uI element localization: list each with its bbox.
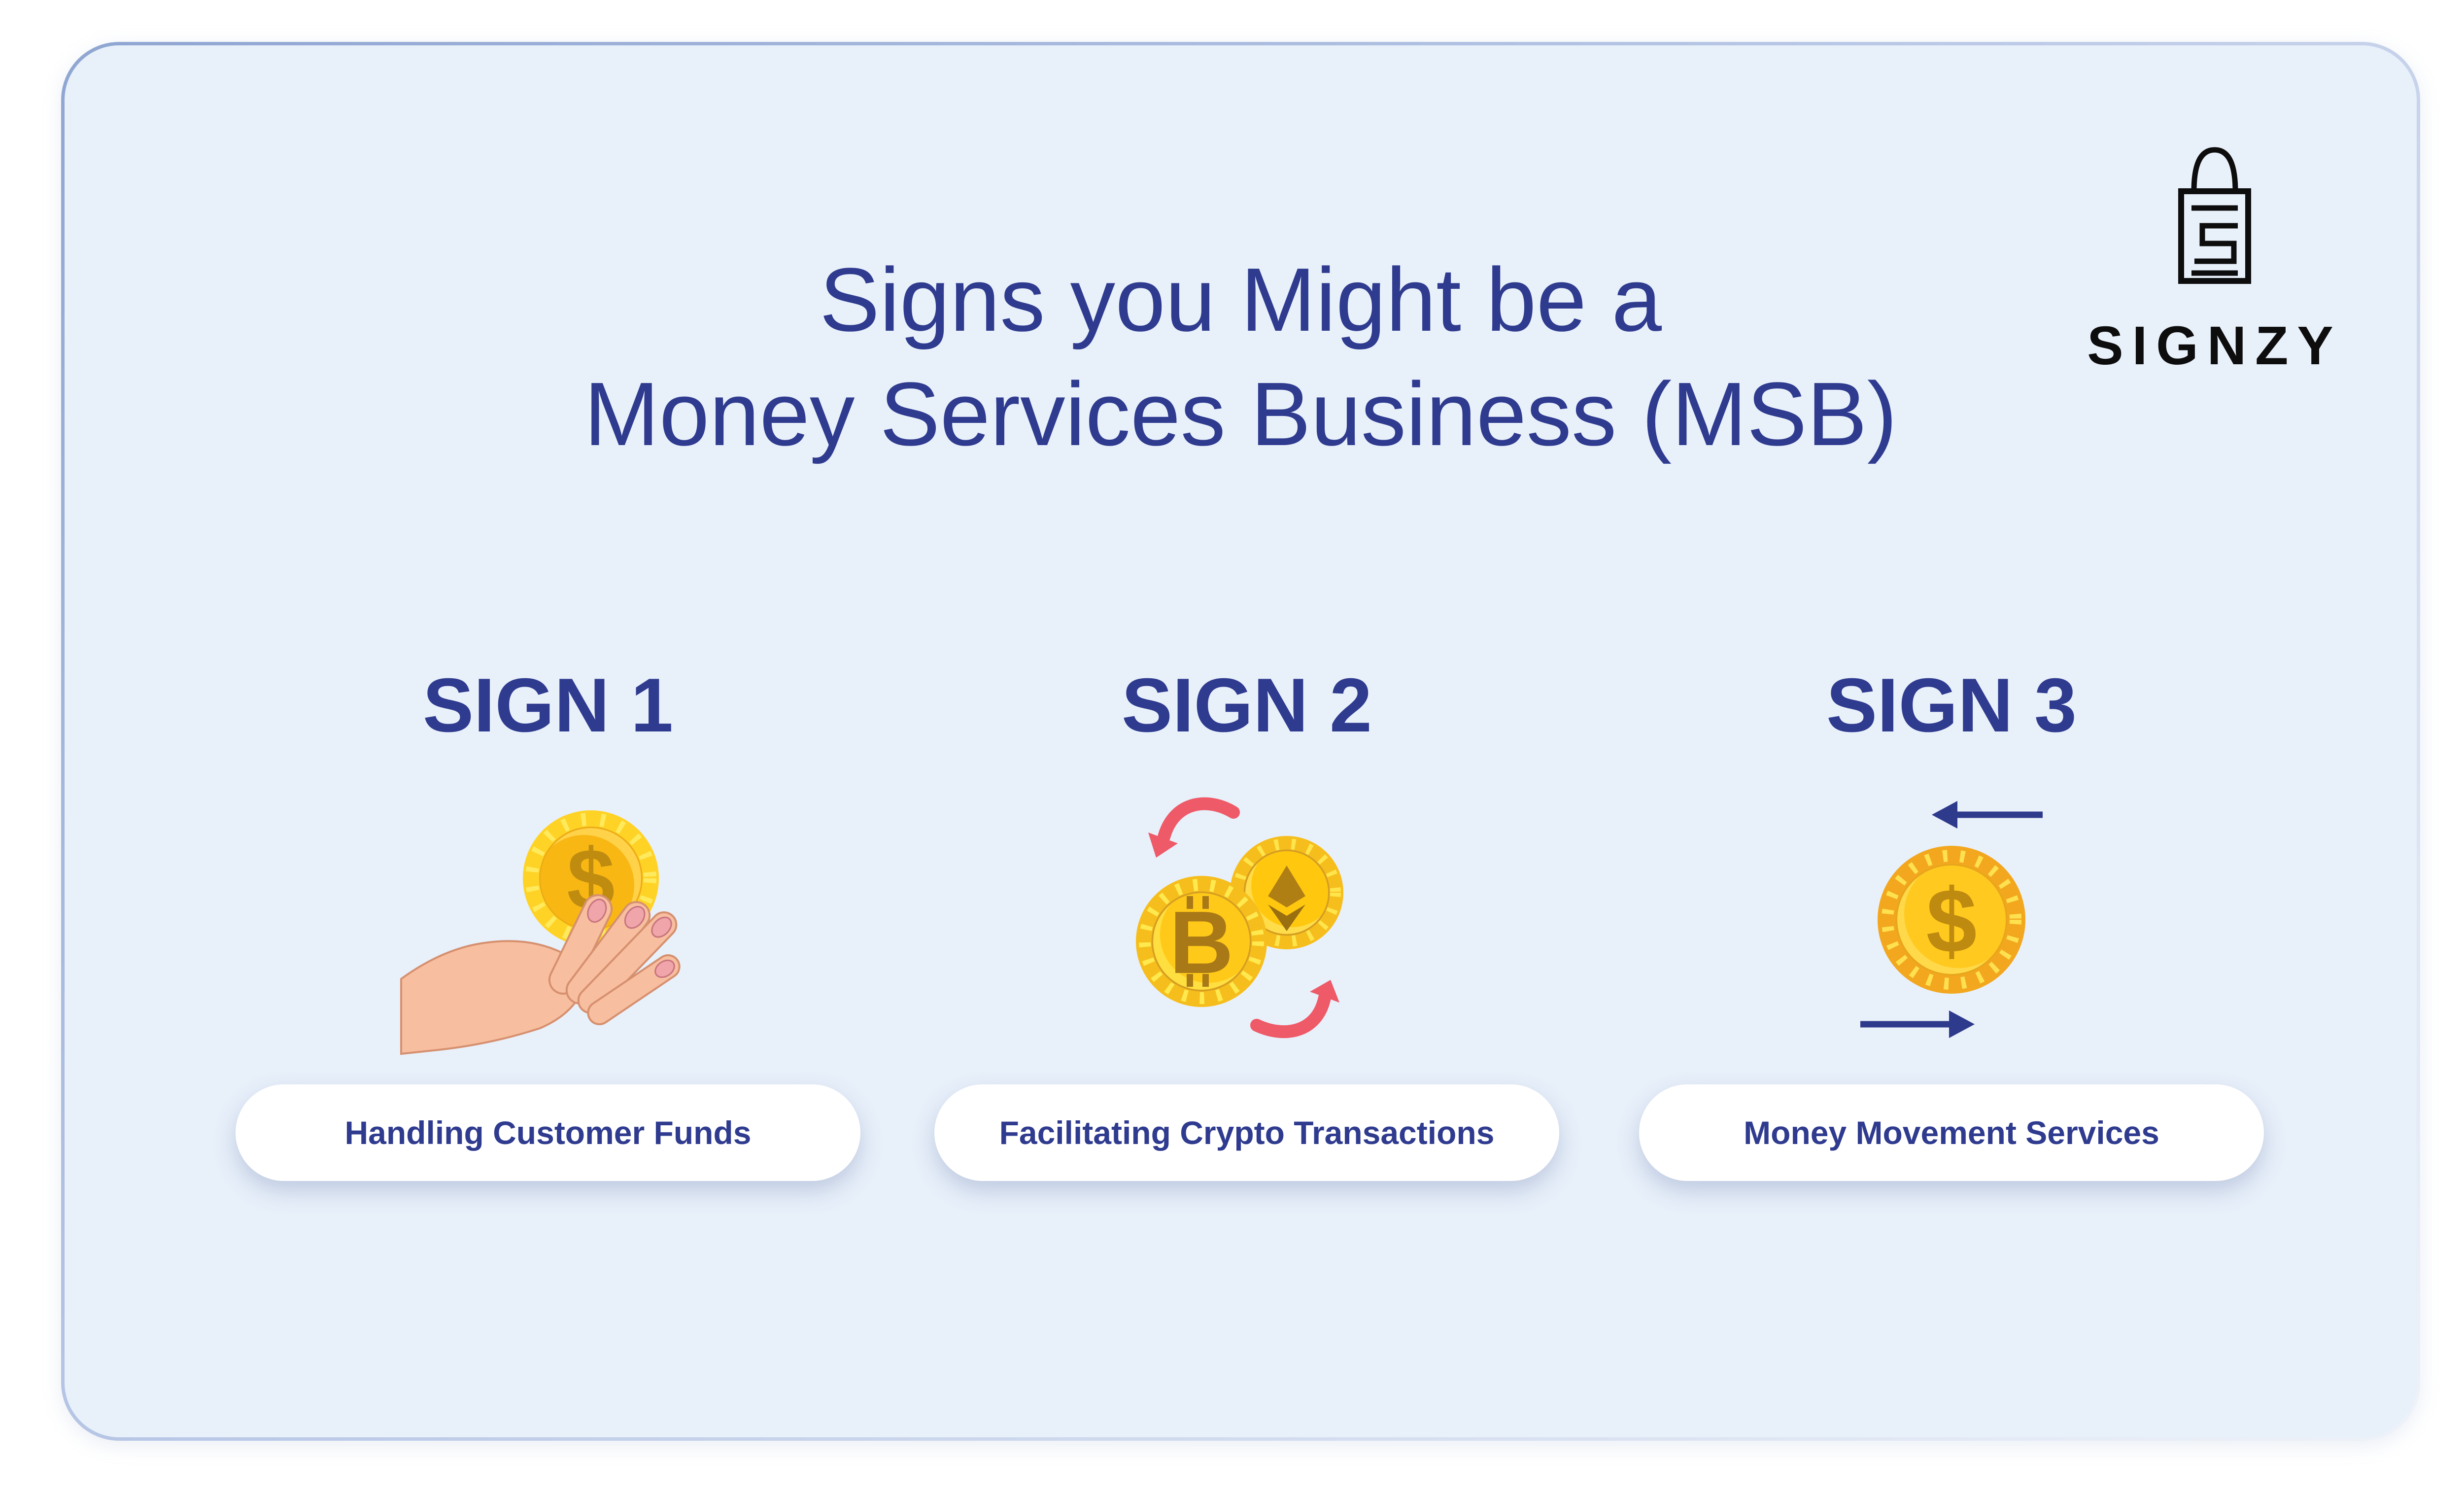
sign-3-column: SIGN 3 [1636, 661, 2267, 1181]
arrow-left [1932, 800, 2043, 829]
sign-2-label: Facilitating Crypto Transactions [999, 1114, 1495, 1151]
sign-1-heading: SIGN 1 [422, 662, 674, 748]
sign-2-icon-box: B [1109, 749, 1385, 1084]
sign-2-label-pill: Facilitating Crypto Transactions [934, 1084, 1559, 1181]
signzy-logo: SIGNZY [2087, 144, 2333, 377]
signzy-logo-text: SIGNZY [2087, 315, 2342, 376]
page-title-line1: Signs you Might be a [819, 249, 1662, 350]
sign-1-label: Handling Customer Funds [344, 1114, 752, 1151]
sign-2-column: SIGN 2 [931, 661, 1562, 1181]
dollar-coin-transfer-arrows-icon: $ [1814, 793, 2089, 1041]
arrow-right [1860, 1010, 1975, 1038]
page-title-line2: Money Services Business (MSB) [584, 363, 1897, 464]
svg-text:B: B [1169, 893, 1233, 992]
page-title: Signs you Might be a Money Services Busi… [65, 243, 2417, 471]
hand-holding-dollar-coin-icon: $ [400, 783, 696, 1055]
sign-3-heading: SIGN 3 [1826, 662, 2077, 748]
infographic-card: Signs you Might be a Money Services Busi… [65, 45, 2417, 1437]
sign-3-icon-box: $ [1814, 749, 2089, 1084]
sign-3-label-pill: Money Movement Services [1639, 1084, 2264, 1181]
sign-3-label: Money Movement Services [1744, 1114, 2159, 1151]
sign-1-icon-box: $ [400, 749, 696, 1084]
sign-1-column: SIGN 1 [233, 661, 863, 1181]
sign-2-heading: SIGN 2 [1121, 662, 1372, 748]
svg-text:$: $ [1926, 870, 1977, 972]
sign-1-label-pill: Handling Customer Funds [236, 1084, 860, 1181]
bitcoin-ethereum-exchange-icon: B [1109, 793, 1385, 1041]
infographic-card-border: Signs you Might be a Money Services Busi… [61, 42, 2420, 1441]
signzy-lock-icon [2178, 144, 2252, 287]
exchange-arrows [1158, 797, 1331, 1038]
